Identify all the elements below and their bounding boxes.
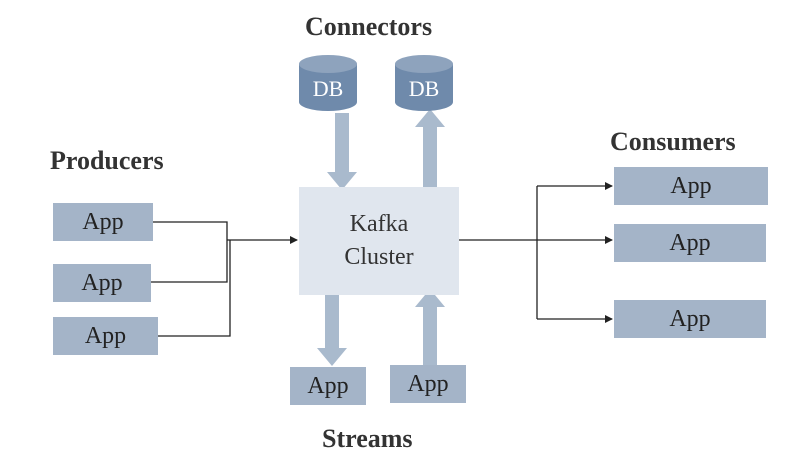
- db-source-icon: DB: [299, 55, 357, 111]
- streams-heading: Streams: [322, 424, 413, 453]
- db-sink-label: DB: [409, 76, 440, 101]
- cluster-label-line2: Cluster: [344, 244, 414, 270]
- stream-arrow-out: [317, 295, 347, 366]
- connector-arrow-out: [415, 109, 445, 194]
- stream-app-1: App: [290, 367, 366, 405]
- stream-app-2: App: [390, 365, 466, 403]
- producer-app-2: App: [53, 264, 151, 302]
- producer-connectors: [151, 221, 298, 337]
- consumer-connectors: [459, 182, 613, 323]
- stream-arrow-in: [415, 289, 445, 366]
- kafka-cluster: Kafka Cluster: [299, 187, 459, 295]
- connectors-heading: Connectors: [305, 12, 433, 41]
- consumer-app-1: App: [614, 167, 768, 205]
- consumer-app-3: App: [614, 300, 766, 338]
- producers-heading: Producers: [50, 146, 164, 175]
- db-source-label: DB: [313, 76, 344, 101]
- cluster-label-line1: Kafka: [349, 211, 409, 237]
- db-sink-icon: DB: [395, 55, 453, 111]
- producer-app-3: App: [53, 317, 158, 355]
- consumers-heading: Consumers: [610, 127, 736, 156]
- consumer-app-2: App: [614, 224, 766, 262]
- connector-arrow-in: [327, 113, 357, 190]
- producer-app-1: App: [53, 203, 153, 241]
